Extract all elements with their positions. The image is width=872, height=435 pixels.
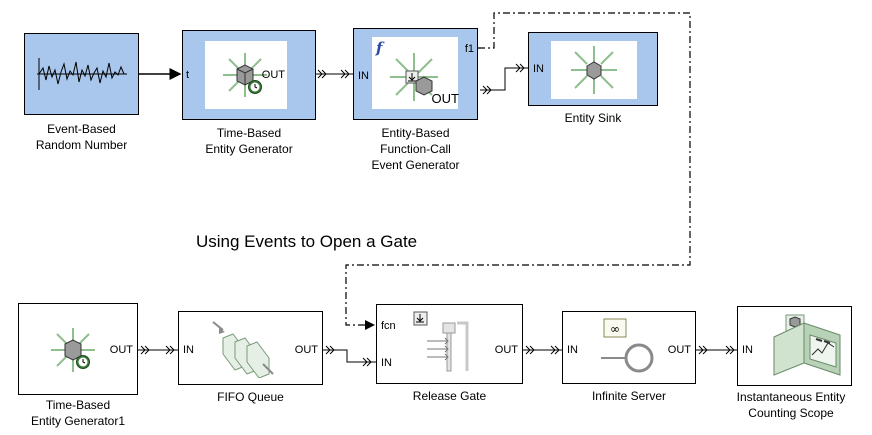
- function-call-icon: f: [376, 39, 383, 57]
- entity-generator-icon: [390, 53, 438, 101]
- infinity-icon: ∞: [603, 318, 627, 338]
- infinite-server-label: Infinite Server: [591, 389, 667, 403]
- entity-line-fifo-to-gate: [323, 345, 376, 367]
- gate-icon: [413, 311, 469, 372]
- function-call-event-generator-label: Entity-Based Function-Call Event Generat…: [371, 126, 460, 172]
- port-fcn: fcn: [381, 320, 396, 332]
- block-icon-area: f OUT: [372, 37, 459, 109]
- port-in: IN: [742, 344, 753, 356]
- port-out: OUT: [431, 91, 459, 106]
- function-call-line: [345, 12, 691, 326]
- counting-scope-block[interactable]: IN: [737, 306, 852, 386]
- function-call-arrowhead: [365, 320, 375, 330]
- noise-signal-icon: [37, 58, 127, 90]
- port-f1: f1: [464, 43, 474, 55]
- port-in: IN: [183, 344, 194, 356]
- port-in: IN: [358, 70, 369, 82]
- diagram-title: Using Events to Open a Gate: [196, 232, 418, 251]
- scope-icon: [773, 314, 841, 376]
- entity-sink-block[interactable]: IN: [528, 32, 658, 106]
- release-gate-label: Release Gate: [412, 389, 487, 403]
- counting-scope-label: Instantaneous Entity Counting Scope: [736, 390, 846, 420]
- function-call-event-generator-block[interactable]: f OUT IN f1: [353, 28, 478, 120]
- port-out: OUT: [667, 344, 691, 356]
- entity-line-server-to-scope: [696, 345, 737, 355]
- port-in: IN: [533, 63, 544, 75]
- port-in: IN: [567, 344, 578, 356]
- port-in: IN: [381, 357, 392, 369]
- svg-text:∞: ∞: [610, 322, 620, 336]
- fifo-queue-label: FIFO Queue: [217, 390, 284, 404]
- fifo-queue-block[interactable]: IN OUT: [178, 311, 323, 385]
- time-based-entity-generator-label: Time-Based Entity Generator: [205, 126, 293, 156]
- port-out: OUT: [109, 344, 133, 356]
- entity-line-gate-to-server: [523, 345, 562, 355]
- port-out: OUT: [494, 344, 518, 356]
- clock-icon: [76, 355, 90, 369]
- port-out: OUT: [294, 344, 318, 356]
- release-gate-block[interactable]: fcn IN OUT: [376, 304, 523, 384]
- clock-icon: [248, 80, 262, 94]
- block-icon-area: [551, 41, 637, 99]
- entity-line-fc-to-sink: [480, 63, 528, 95]
- time-based-entity-generator1-block[interactable]: OUT: [18, 303, 138, 395]
- entity-generator-icon: [51, 328, 95, 372]
- random-number-label: Event-Based Random Number: [35, 122, 128, 152]
- time-based-entity-generator1-label: Time-Based Entity Generator1: [30, 398, 126, 428]
- random-number-block[interactable]: [24, 33, 139, 115]
- port-t: t: [186, 69, 190, 81]
- entity-sink-label: Entity Sink: [564, 111, 622, 125]
- server-icon: [601, 343, 654, 373]
- time-based-entity-generator-block[interactable]: OUT t: [182, 30, 316, 120]
- entity-line-tbg1-to-fifo: [138, 345, 178, 355]
- queue-icon: [212, 321, 274, 378]
- infinite-server-block[interactable]: ∞ IN OUT: [562, 311, 696, 384]
- port-out: OUT: [261, 69, 285, 81]
- block-icon-area: OUT: [205, 41, 287, 109]
- entity-line-tb-to-fc: [316, 69, 353, 79]
- entity-sink-icon: [571, 46, 617, 94]
